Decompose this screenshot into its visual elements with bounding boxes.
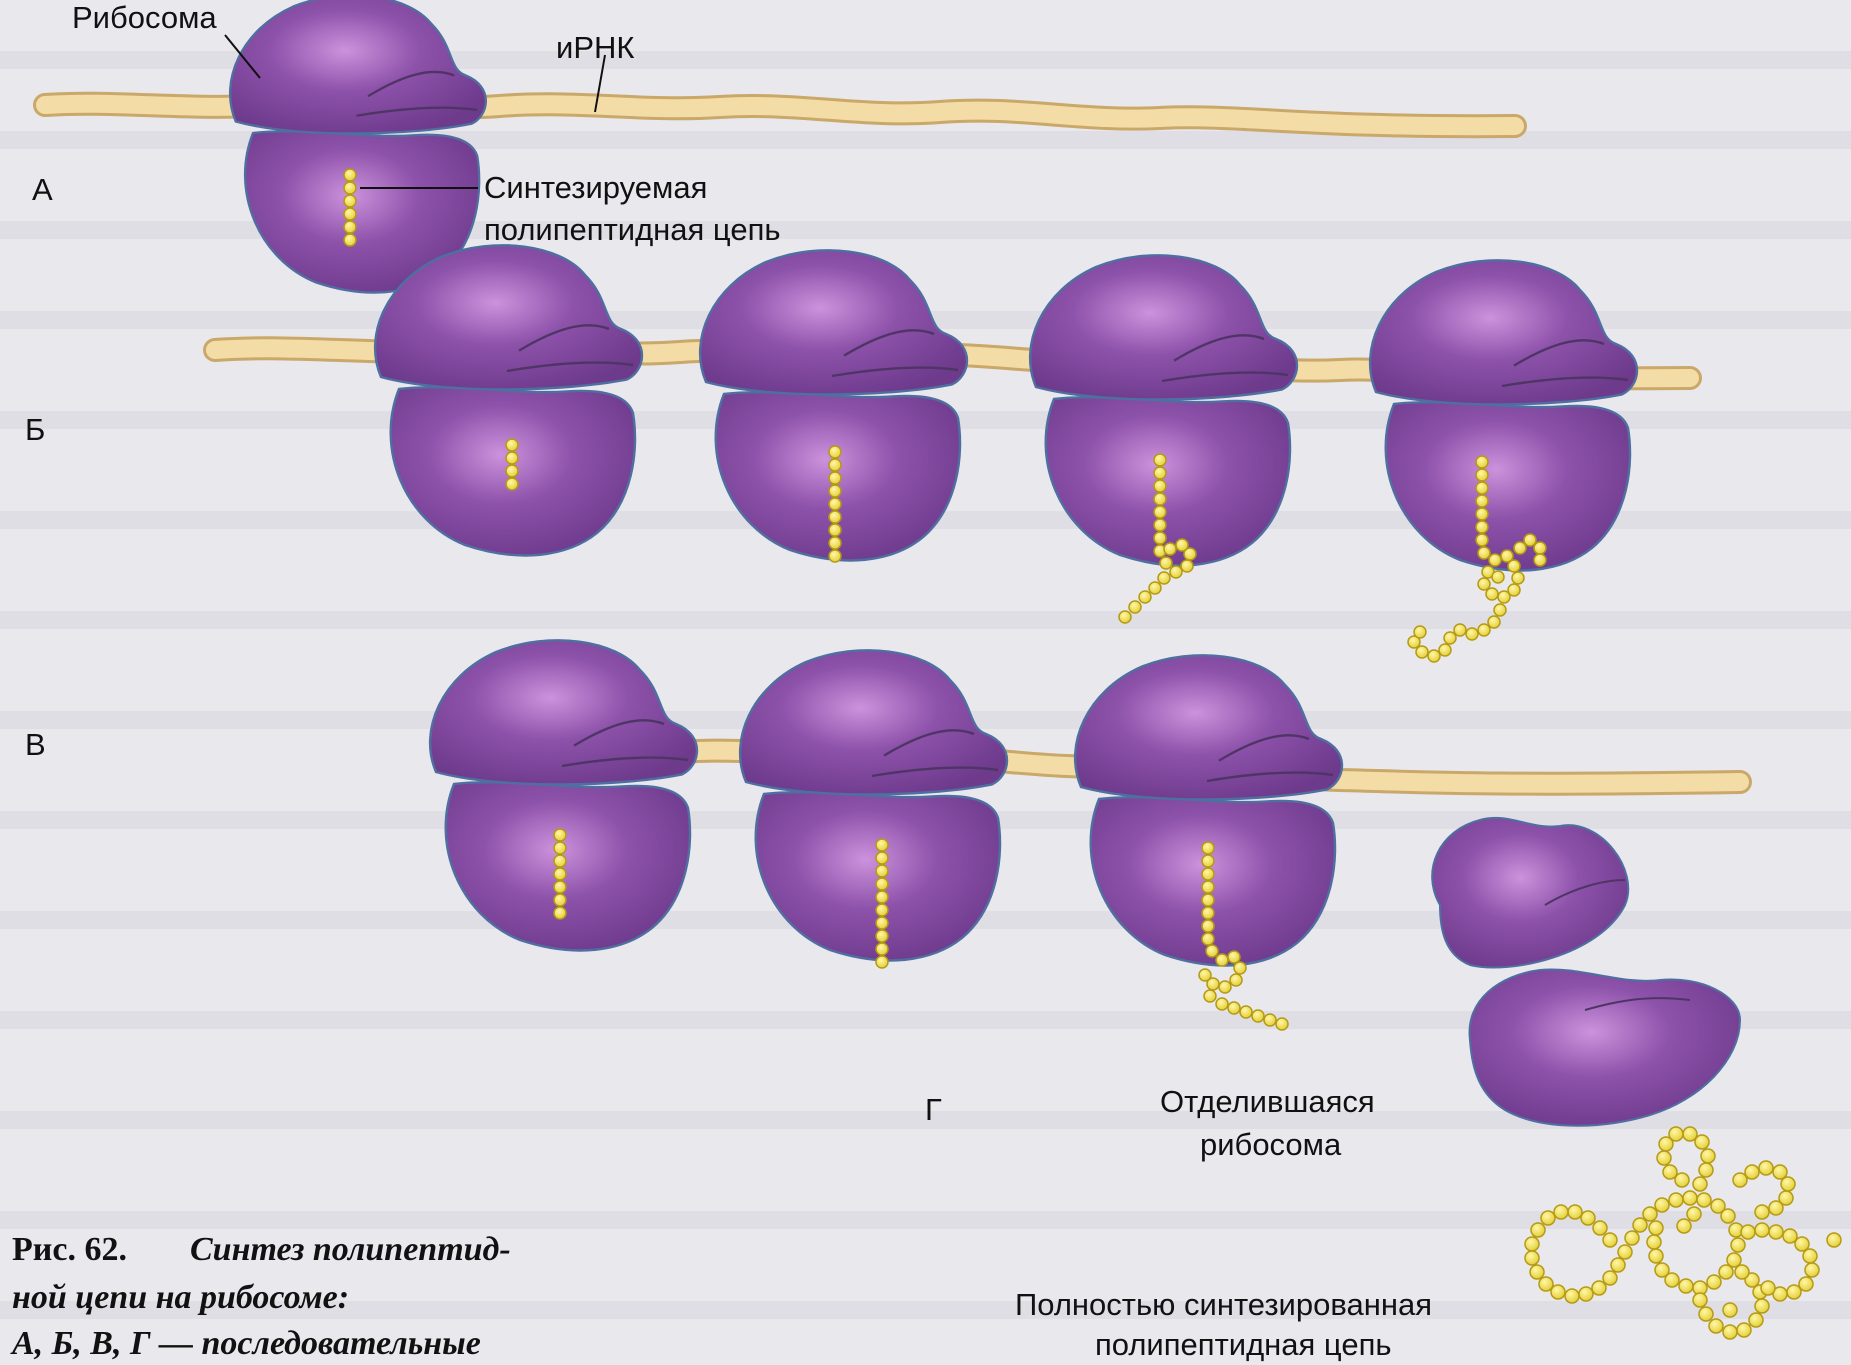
panel-a-label: А [32,172,53,207]
panel-c-label: В [25,727,46,762]
panel-d-label: Г [925,1092,942,1127]
chain-label-line1: Синтезируемая [484,170,707,205]
caption-number: Рис. 62. [12,1231,127,1268]
mrna-label: иРНК [556,30,634,65]
complete-chain-label-line1: Полностью синтезированная [1015,1287,1432,1322]
detached-ribosome-label-line2: рибосома [1200,1127,1342,1162]
complete-chain-label-line2: полипептидная цепь [1095,1327,1392,1362]
panel-b-label: Б [25,412,45,447]
chain-label-line2: полипептидная цепь [484,212,781,247]
ribosome-label: Рибосома [72,0,217,35]
detached-ribosome-label-line1: Отделившаяся [1160,1084,1375,1119]
caption-line2: ной цепи на рибосоме: [12,1279,349,1316]
caption-line1: Синтез полипептид- [190,1231,511,1268]
caption-line3: А, Б, В, Г — последовательные [10,1325,481,1362]
polypeptide-chain [829,446,841,562]
